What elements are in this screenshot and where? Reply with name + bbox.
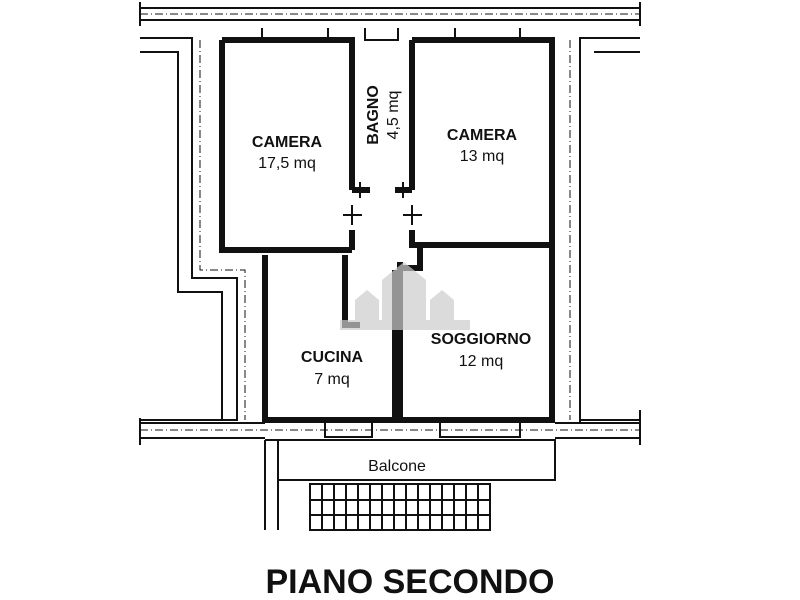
room-area-camera-right: 13 mq [460, 148, 504, 165]
room-name-cucina: CUCINA [301, 349, 364, 366]
watermark-logo [340, 262, 470, 330]
room-walls [219, 37, 555, 438]
room-area-bagno: 4,5 mq [385, 91, 402, 140]
room-name-balcone: Balcone [368, 458, 426, 475]
room-area-cucina: 7 mq [314, 371, 350, 388]
room-name-camera-right: CAMERA [447, 127, 518, 144]
room-area-soggiorno: 12 mq [459, 353, 503, 370]
outer-walls [139, 2, 641, 445]
balcone [264, 439, 556, 531]
room-name-camera-left: CAMERA [252, 134, 323, 151]
room-name-soggiorno: SOGGIORNO [431, 331, 531, 348]
room-area-camera-left: 17,5 mq [258, 155, 316, 172]
plan-title: PIANO SECONDO [265, 563, 554, 600]
room-name-bagno: BAGNO [365, 85, 382, 145]
